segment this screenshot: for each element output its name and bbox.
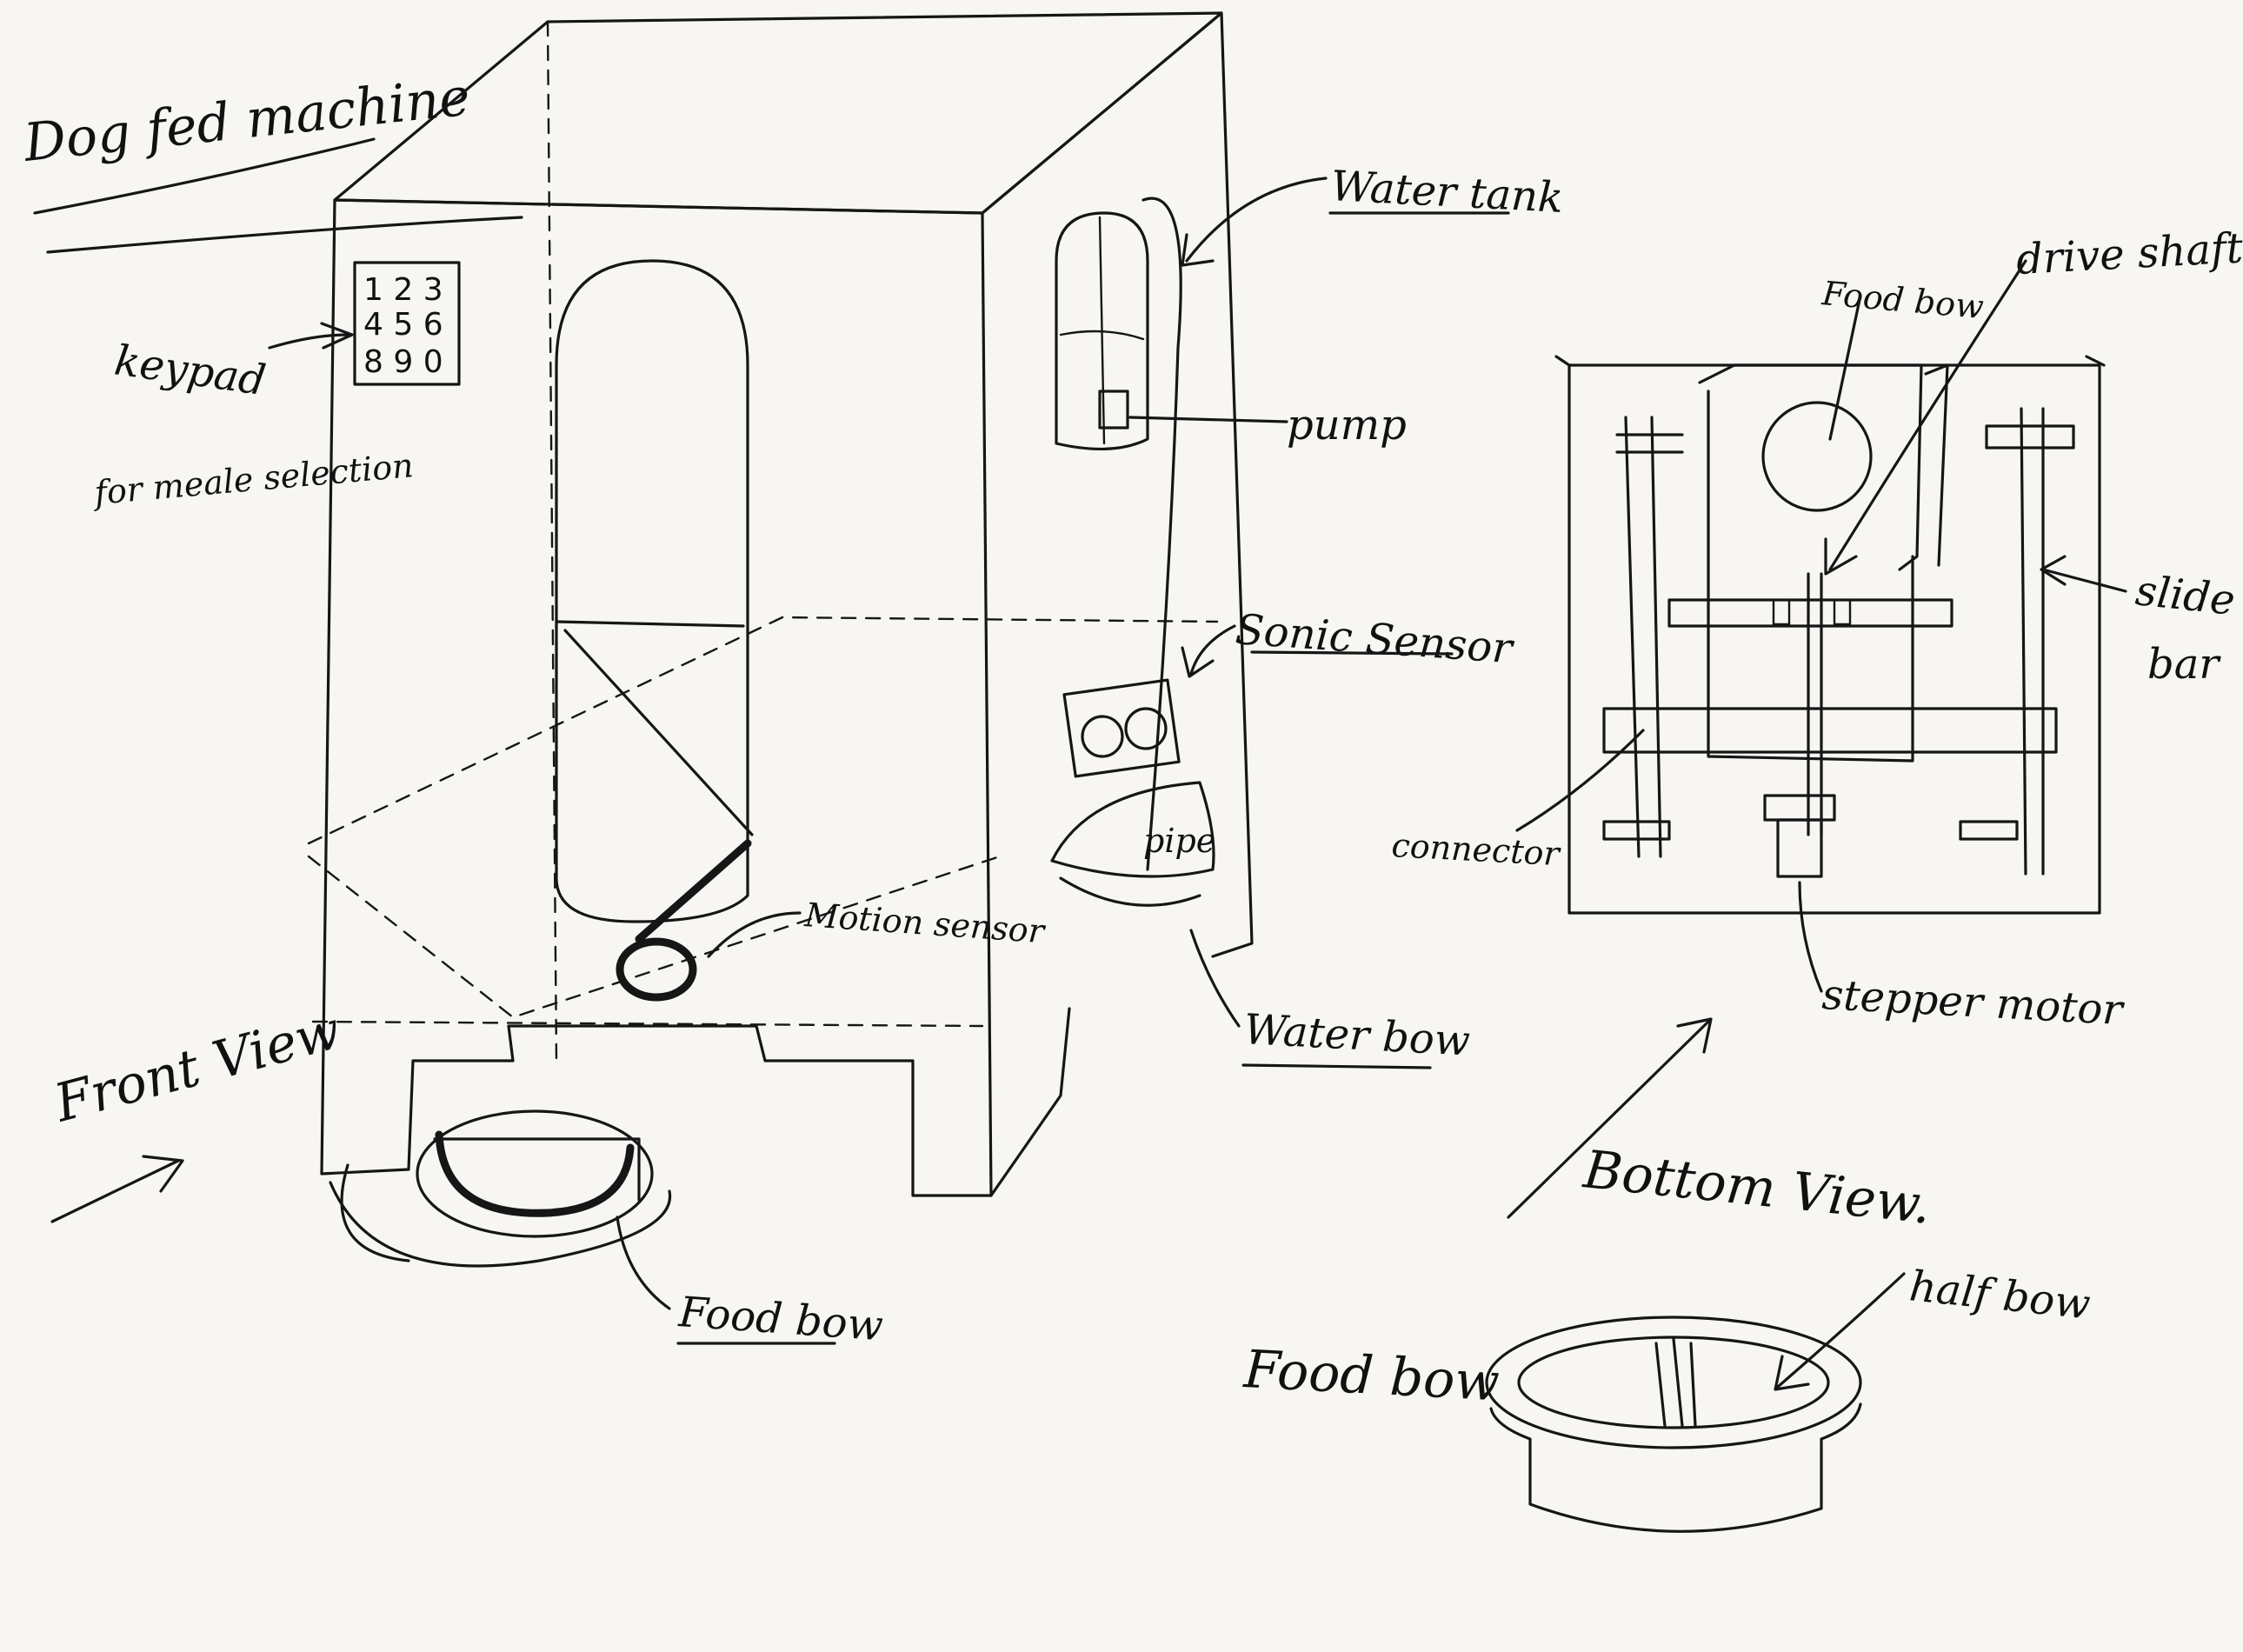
bottom-view-label: Bottom View.	[1580, 1139, 1934, 1236]
keypad: 1 2 3 4 5 6 8 9 0	[353, 261, 461, 386]
keypad-row-1: 1 2 3	[363, 272, 443, 308]
dispenser-body	[307, 11, 1254, 1197]
front-food-bowl-leader	[616, 1216, 671, 1310]
keypad-label: keypad	[111, 336, 269, 405]
connector-label: connector	[1391, 826, 1563, 873]
front-view-arrow	[50, 1155, 184, 1223]
connector-leader	[1515, 729, 1645, 832]
sonic-sensor	[1062, 678, 1181, 778]
water-bowl	[1050, 781, 1215, 907]
water-bowl-label: Water bow	[1242, 1005, 1471, 1066]
water-bowl-underline	[1241, 1063, 1432, 1069]
half-bowl-label: half bow	[1907, 1262, 2093, 1329]
slide-bar-label-2: bar	[2147, 640, 2221, 689]
drive-shaft-label: drive shaft	[2015, 223, 2243, 284]
slide-bar-label-1: slide	[2133, 566, 2238, 625]
motion-sensor-label: Motion sensor	[802, 896, 1048, 950]
front-view-label: Front View	[48, 1000, 347, 1135]
title-underline-2	[46, 216, 523, 254]
title-text: Dog fed machine	[20, 66, 473, 174]
pump-label: pump	[1287, 401, 1407, 450]
pump-leader	[1128, 416, 1288, 423]
bottom-food-bowl-label: Food bow	[1820, 274, 1985, 326]
detail-food-bowl-label: Food bow	[1241, 1339, 1501, 1413]
bottom-food-bowl-circle	[1761, 401, 1873, 512]
half-bowl-arrow	[1774, 1272, 1906, 1391]
keypad-row-3: 8 9 0	[363, 344, 443, 380]
front-food-bowl	[329, 1109, 672, 1268]
title-underline	[33, 137, 376, 215]
keypad-row-2: 4 5 6	[363, 307, 443, 343]
stepper-motor-leader	[1798, 881, 1823, 993]
keypad-sub-label: for meale selection	[90, 446, 415, 512]
bottom-food-bowl-leader	[1828, 294, 1862, 441]
pipe-label: pipe	[1143, 822, 1215, 860]
stepper-motor-label: stepper motor	[1820, 970, 2126, 1035]
sonic-sensor-label: Sonic Sensor	[1234, 605, 1516, 673]
pump-box	[1098, 390, 1129, 430]
water-tank-arrow	[1181, 177, 1328, 267]
drive-shaft-arrow	[1824, 259, 2027, 576]
water-tank	[1055, 197, 1182, 871]
food-hopper	[555, 259, 754, 943]
motion-sensor	[616, 937, 697, 1002]
water-bowl-leader	[1189, 929, 1241, 1028]
detail-food-bowl	[1485, 1316, 1862, 1533]
bottom-view-frame	[1554, 355, 2106, 915]
sonic-sensor-arrow	[1181, 624, 1236, 678]
motion-sensor-leader	[707, 911, 802, 958]
slide-bar-arrow	[2040, 555, 2127, 593]
keypad-arrow	[268, 322, 354, 350]
bottom-view-arrow	[1507, 1017, 1713, 1219]
sonic-sensor-underline	[1250, 650, 1454, 656]
front-food-bowl-label: Food bow	[676, 1288, 885, 1350]
